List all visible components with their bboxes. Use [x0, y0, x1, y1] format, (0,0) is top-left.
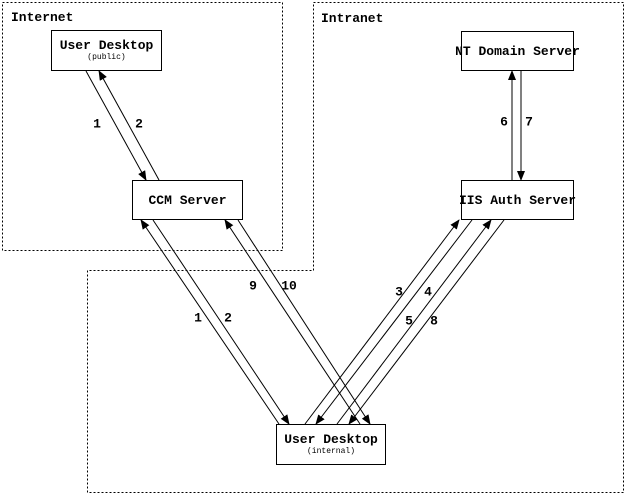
- intranet-region-label: Intranet: [321, 11, 384, 26]
- flow-label-step5: 5: [405, 313, 413, 329]
- arrow-step9-ud-internal-to-ccm: [224, 219, 361, 425]
- node-user-desktop-public-title: User Desktop: [59, 37, 154, 53]
- node-user-desktop-internal-title: User Desktop: [284, 431, 378, 447]
- flow-label-step7: 7: [525, 114, 533, 130]
- flow-label-step3: 3: [395, 284, 403, 300]
- internet-region-border: [2, 2, 283, 251]
- arrow-step3-ud-internal-to-iis: [304, 219, 460, 425]
- flow-label-step9: 9: [249, 278, 257, 294]
- node-ccm-server-title: CCM Server: [148, 192, 227, 208]
- arrow-step5-ud-internal-to-iis: [336, 219, 492, 425]
- flow-label-step8: 8: [430, 313, 438, 329]
- flow-label-step6: 6: [500, 114, 508, 130]
- node-user-desktop-internal: User Desktop (internal): [276, 424, 386, 465]
- flow-label-step10: 10: [281, 278, 297, 294]
- internet-region-label: Internet: [11, 10, 74, 25]
- arrow-step8-iis-to-ud-internal: [348, 219, 505, 425]
- arrow-step2-ccm-to-ud-public: [98, 70, 160, 181]
- arrow-step1-ud-public-to-ccm: [85, 70, 147, 181]
- node-iis-auth-server-title: IIS Auth Server: [458, 192, 577, 208]
- arrow-step2-ccm-to-ud-internal: [152, 219, 290, 425]
- flow-label-step2-internal: 2: [224, 310, 232, 326]
- node-ccm-server: CCM Server: [132, 180, 243, 220]
- arrow-step4-iis-to-ud-internal: [315, 219, 473, 425]
- flow-label-step1-internal: 1: [194, 310, 202, 326]
- flow-label-step1-public: 1: [93, 116, 101, 132]
- node-nt-domain-server-title: NT Domain Server: [455, 43, 580, 59]
- node-user-desktop-public-subtitle: (public): [87, 52, 126, 62]
- intranet-region-border: [87, 2, 624, 493]
- flow-label-step4: 4: [424, 284, 432, 300]
- node-iis-auth-server: IIS Auth Server: [458, 180, 577, 220]
- arrow-step1-ud-internal-to-ccm: [140, 219, 280, 425]
- node-user-desktop-internal-subtitle: (internal): [306, 446, 355, 456]
- flow-label-step2-public: 2: [135, 116, 143, 132]
- arrow-step10-ccm-to-ud-internal: [237, 219, 371, 425]
- node-user-desktop-public: User Desktop (public): [51, 30, 162, 71]
- node-nt-domain-server: NT Domain Server: [455, 31, 580, 71]
